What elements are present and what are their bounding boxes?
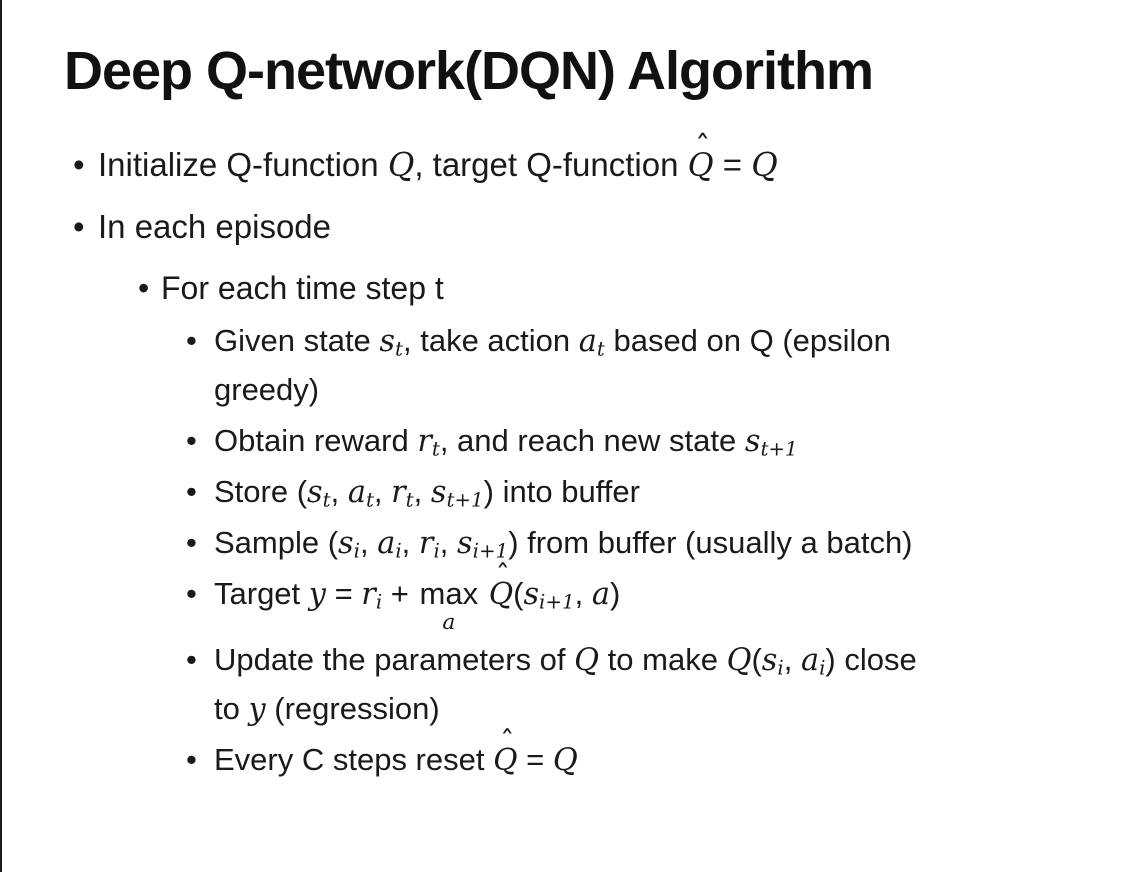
math-var: i bbox=[395, 539, 402, 563]
bullet-item: •Initialize Q-function Q, target Q-funct… bbox=[64, 129, 1084, 189]
math-var: i bbox=[433, 539, 440, 563]
bullet-icon: • bbox=[186, 474, 197, 510]
bullet-item: •Given state st, take action at based on… bbox=[64, 317, 1084, 415]
math-var: y bbox=[248, 691, 266, 727]
math-var: i bbox=[819, 655, 826, 679]
math-var: r bbox=[418, 526, 434, 562]
math-var: t bbox=[405, 488, 414, 512]
bullet-item: •Obtain reward rt, and reach new state s… bbox=[64, 417, 1084, 466]
math-var: Q bbox=[751, 146, 778, 185]
math-var: i+1 bbox=[539, 590, 575, 614]
math-var: i bbox=[375, 590, 383, 614]
math-var: Q bbox=[387, 146, 415, 185]
math-var: t+1 bbox=[760, 437, 798, 461]
math-var: s bbox=[430, 475, 447, 511]
bullet-icon: • bbox=[186, 525, 197, 561]
bullet-icon: • bbox=[186, 423, 197, 459]
math-var: t+1 bbox=[446, 488, 484, 512]
math-var: Q bbox=[552, 742, 578, 778]
math-var: s bbox=[457, 526, 473, 562]
math-var: r bbox=[391, 475, 406, 511]
bullet-list: •Initialize Q-function Q, target Q-funct… bbox=[64, 129, 1084, 785]
bullet-icon: • bbox=[138, 269, 150, 306]
math-var: Q bbox=[574, 642, 600, 678]
math-var: a bbox=[377, 526, 396, 562]
math-var: s bbox=[338, 526, 354, 562]
math-var: Q bbox=[726, 642, 752, 678]
math-var: a bbox=[347, 475, 366, 511]
bullet-item: •Store (st, at, rt, st+1) into buffer bbox=[64, 468, 1084, 517]
math-var: i bbox=[353, 539, 360, 563]
math-var: i bbox=[777, 655, 784, 679]
bullet-icon: • bbox=[73, 208, 85, 246]
math-var: r bbox=[361, 577, 376, 613]
math-var: t bbox=[596, 337, 605, 361]
page-title: Deep Q-network(DQN) Algorithm bbox=[64, 41, 874, 101]
math-var: s bbox=[761, 642, 778, 678]
math-var: y bbox=[308, 577, 326, 613]
math-var: a bbox=[578, 324, 597, 360]
bullet-icon: • bbox=[186, 741, 197, 777]
math-var: i+1 bbox=[472, 539, 509, 563]
bullet-icon: • bbox=[73, 146, 85, 184]
bullet-item: •Update the parameters of Q to make Q(si… bbox=[64, 636, 1084, 734]
math-var: t bbox=[395, 337, 403, 361]
math-var: s bbox=[744, 424, 761, 460]
math-var: s bbox=[379, 324, 396, 360]
left-window-border bbox=[0, 0, 2, 872]
math-var: t bbox=[365, 488, 374, 512]
bullet-icon: • bbox=[186, 576, 197, 612]
bullet-item: •Sample (si, ai, ri, si+1) from buffer (… bbox=[64, 519, 1084, 568]
math-var: t bbox=[431, 437, 440, 461]
bullet-item: •In each episode bbox=[64, 204, 1084, 251]
bullet-item: •For each time step t bbox=[64, 266, 1084, 311]
math-var: a bbox=[591, 577, 610, 613]
math-var: r bbox=[417, 424, 432, 460]
bullet-icon: • bbox=[186, 323, 197, 359]
math-var: s bbox=[523, 577, 540, 613]
math-var: a bbox=[800, 642, 820, 678]
math-var: s bbox=[307, 475, 323, 511]
math-var: t bbox=[322, 488, 331, 512]
bullet-icon: • bbox=[186, 641, 197, 677]
